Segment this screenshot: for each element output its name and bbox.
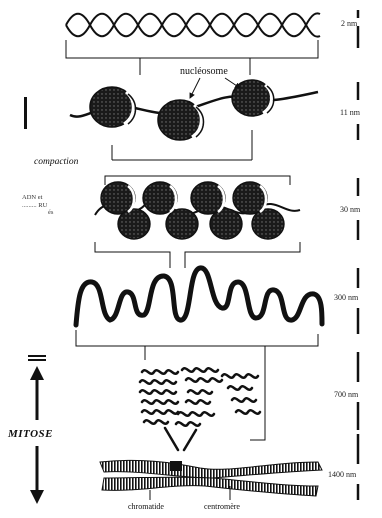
- compaction-label: compaction: [34, 157, 78, 167]
- looped-domains-300nm: [76, 268, 322, 325]
- partial-side-label-line3: és: [22, 209, 53, 217]
- scale-label-11nm: 11 nm: [340, 108, 360, 117]
- solenoid-nucleosome-8: [252, 209, 284, 239]
- condensed-coils-700nm: [140, 368, 260, 450]
- partial-side-label-line1: ADN et: [22, 194, 53, 202]
- scale-label-30nm: 30 nm: [340, 205, 360, 214]
- solenoid-fiber-30nm: [95, 176, 300, 239]
- chromatid-upper: [100, 460, 322, 478]
- solenoid-nucleosome-5: [118, 209, 150, 239]
- solenoid-nucleosome-6: [166, 209, 198, 239]
- metaphase-chromosome: [100, 460, 322, 500]
- scale-label-1400nm: 1400 nm: [328, 470, 356, 479]
- chromatide-label: chromatide: [128, 502, 164, 511]
- nucleosome-2: [158, 100, 204, 140]
- scale-label-700nm: 700 nm: [334, 390, 358, 399]
- centromere-band: [170, 461, 182, 471]
- dna-double-helix: [66, 13, 320, 36]
- solenoid-nucleosome-7: [210, 209, 242, 239]
- centromere-label: centromère: [204, 502, 240, 511]
- mitose-label: MITOSE: [8, 428, 53, 440]
- nucleosome-3: [232, 80, 274, 116]
- connector-300nm-to-700nm: [76, 330, 318, 440]
- left-margin-bar: [24, 97, 27, 129]
- nucleosome-label: nucléosome: [180, 66, 228, 77]
- nucleosome-pointer-left: [190, 78, 200, 98]
- nucleosome-1: [90, 87, 136, 127]
- scale-label-300nm: 300 nm: [334, 293, 358, 302]
- nucleosome-pointer-right: [225, 78, 240, 88]
- partial-side-label-line2: ......... RU: [22, 202, 53, 210]
- chromatid-lower: [102, 477, 318, 496]
- nucleosome-fiber: [70, 78, 318, 140]
- partial-side-label: ADN et ......... RU és: [22, 194, 53, 217]
- connector-30nm-to-300nm: [95, 242, 300, 268]
- scale-label-2nm: 2 nm: [341, 19, 357, 28]
